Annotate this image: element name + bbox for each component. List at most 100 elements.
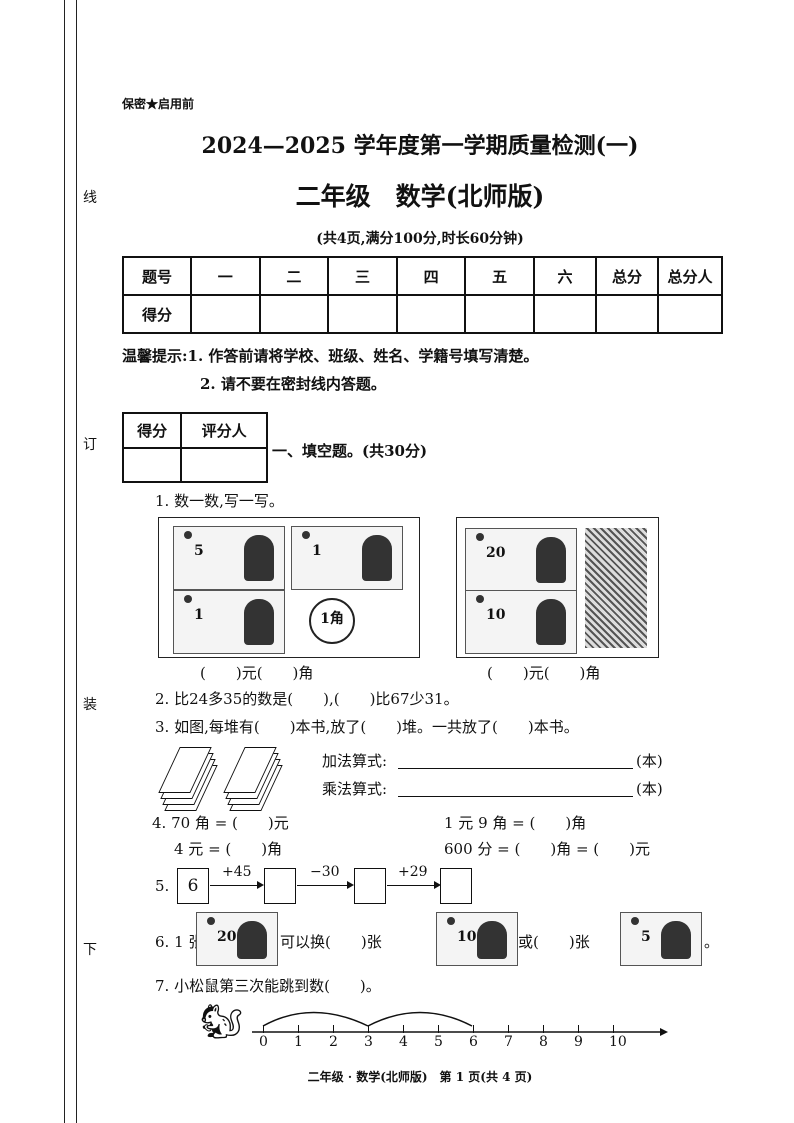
q4-c[interactable]: 4 元 = ( )角 — [174, 840, 283, 858]
binding-mark: 装 — [83, 692, 97, 716]
tick-mark — [263, 1025, 264, 1033]
score-cell[interactable] — [533, 294, 597, 334]
tick-mark — [333, 1025, 334, 1033]
grader-header: 得分 — [121, 412, 183, 449]
q6-text[interactable]: 可以换( )张 — [280, 933, 382, 951]
jump-arc — [262, 1011, 369, 1027]
tick-mark — [438, 1025, 439, 1033]
axis-arrow — [660, 1028, 668, 1036]
q4-b[interactable]: 1 元 9 角 = ( )角 — [444, 814, 587, 832]
binding-mark: 线 — [83, 185, 97, 209]
q5-label: 5. — [155, 877, 170, 895]
q6-text: 6. 1 张 — [155, 933, 204, 951]
number-line — [252, 1011, 668, 1036]
answer-box[interactable] — [440, 868, 472, 904]
header-cell: 四 — [395, 256, 467, 296]
score-cell[interactable] — [464, 294, 535, 334]
tick-label: 8 — [539, 1034, 548, 1050]
arrow-icon — [297, 881, 354, 889]
tick-label: 4 — [399, 1034, 408, 1050]
banknote: 5 — [173, 526, 285, 590]
exam-title: 2024—2025 学年度第一学期质量检测(一) — [201, 133, 639, 159]
q7-text[interactable]: 7. 小松鼠第三次能跳到数( )。 — [155, 977, 381, 995]
score-cell[interactable] — [595, 294, 659, 334]
banknote: 20 — [465, 528, 577, 592]
multiplication-answer-line[interactable] — [398, 796, 633, 797]
header-cell: 题号 — [122, 256, 192, 296]
tick-label: 9 — [574, 1034, 583, 1050]
unit-label: (本) — [636, 752, 663, 770]
tick-label: 6 — [469, 1034, 478, 1050]
arrow-icon — [210, 881, 264, 889]
exam-subtitle: 二年级 数学(北师版) — [295, 182, 545, 211]
score-cell[interactable] — [258, 294, 330, 334]
tick-label: 0 — [259, 1034, 268, 1050]
op-label: +45 — [222, 864, 252, 880]
multiplication-label: 乘法算式: — [322, 780, 388, 798]
header-cell: 总分 — [595, 256, 659, 296]
tick-mark — [403, 1025, 404, 1033]
coin-notes-image — [585, 528, 647, 648]
tick-mark — [298, 1025, 299, 1033]
score-table: 题号 一 二 三 四 五 六 总分 总分人 得分 — [122, 256, 723, 334]
q2-text[interactable]: 2. 比24多35的数是( ),( )比67少31。 — [155, 690, 459, 708]
jump-arc — [367, 1011, 473, 1027]
tick-mark — [613, 1025, 614, 1033]
op-label: +29 — [398, 864, 428, 880]
grader-cell[interactable] — [121, 447, 183, 483]
tick-label: 5 — [434, 1034, 443, 1050]
score-cell[interactable] — [657, 294, 723, 334]
banknote-20: 20 — [196, 912, 278, 966]
header-cell: 三 — [327, 256, 398, 296]
grader-table: 得分评分人 — [121, 412, 268, 483]
addition-label: 加法算式: — [322, 752, 388, 770]
score-cell[interactable] — [395, 294, 467, 334]
q3-text[interactable]: 3. 如图,每堆有( )本书,放了( )堆。一共放了( )本书。 — [155, 718, 579, 736]
money-picture-right: 20 10 — [456, 517, 659, 658]
grader-header: 评分人 — [180, 412, 268, 449]
q1-answer-right[interactable]: ( )元( )角 — [487, 664, 601, 682]
score-label: 得分 — [122, 294, 192, 334]
grader-cell[interactable] — [180, 447, 268, 483]
answer-box[interactable] — [264, 868, 296, 904]
tick-label: 3 — [364, 1034, 373, 1050]
arrow-icon — [387, 881, 441, 889]
banknote-10: 10 — [436, 912, 518, 966]
q4-d[interactable]: 600 分 = ( )角 = ( )元 — [444, 840, 651, 858]
tick-mark — [508, 1025, 509, 1033]
tick-mark — [473, 1025, 474, 1033]
header-cell: 二 — [258, 256, 330, 296]
coin: 1角 — [309, 598, 355, 644]
binding-mark: 下 — [83, 937, 97, 961]
q1-answer-left[interactable]: ( )元( )角 — [200, 664, 314, 682]
banknote: 10 — [465, 590, 577, 654]
q6-text[interactable]: 或( )张 — [518, 933, 590, 951]
tick-mark — [368, 1025, 369, 1033]
squirrel-icon: 🐿 — [200, 1002, 244, 1042]
unit-label: (本) — [636, 780, 663, 798]
score-cell[interactable] — [190, 294, 261, 334]
tick-label: 2 — [329, 1034, 338, 1050]
banknote: 1 — [173, 590, 285, 654]
answer-box[interactable] — [354, 868, 386, 904]
section-heading: 一、填空题。(共30分) — [272, 442, 428, 460]
tick-mark — [578, 1025, 579, 1033]
op-label: −30 — [310, 864, 340, 880]
q4-a[interactable]: 4. 70 角 = ( )元 — [152, 814, 289, 832]
addition-answer-line[interactable] — [398, 768, 633, 769]
start-box: 6 — [177, 868, 209, 904]
banknote-5: 5 — [620, 912, 702, 966]
tick-label: 1 — [294, 1034, 303, 1050]
q1-text: 1. 数一数,写一写。 — [155, 492, 284, 510]
tick-label: 7 — [504, 1034, 513, 1050]
tick-mark — [543, 1025, 544, 1033]
banknote: 1 — [291, 526, 403, 590]
header-cell: 五 — [464, 256, 535, 296]
header-cell: 总分人 — [657, 256, 723, 296]
header-cell: 六 — [533, 256, 597, 296]
money-picture-left: 5 1 1 1角 — [158, 517, 420, 658]
tip-line-1: 温馨提示:1. 作答前请将学校、班级、姓名、学籍号填写清楚。 — [122, 347, 539, 365]
exam-info: (共4页,满分100分,时长60分钟) — [316, 231, 524, 247]
score-cell[interactable] — [327, 294, 398, 334]
